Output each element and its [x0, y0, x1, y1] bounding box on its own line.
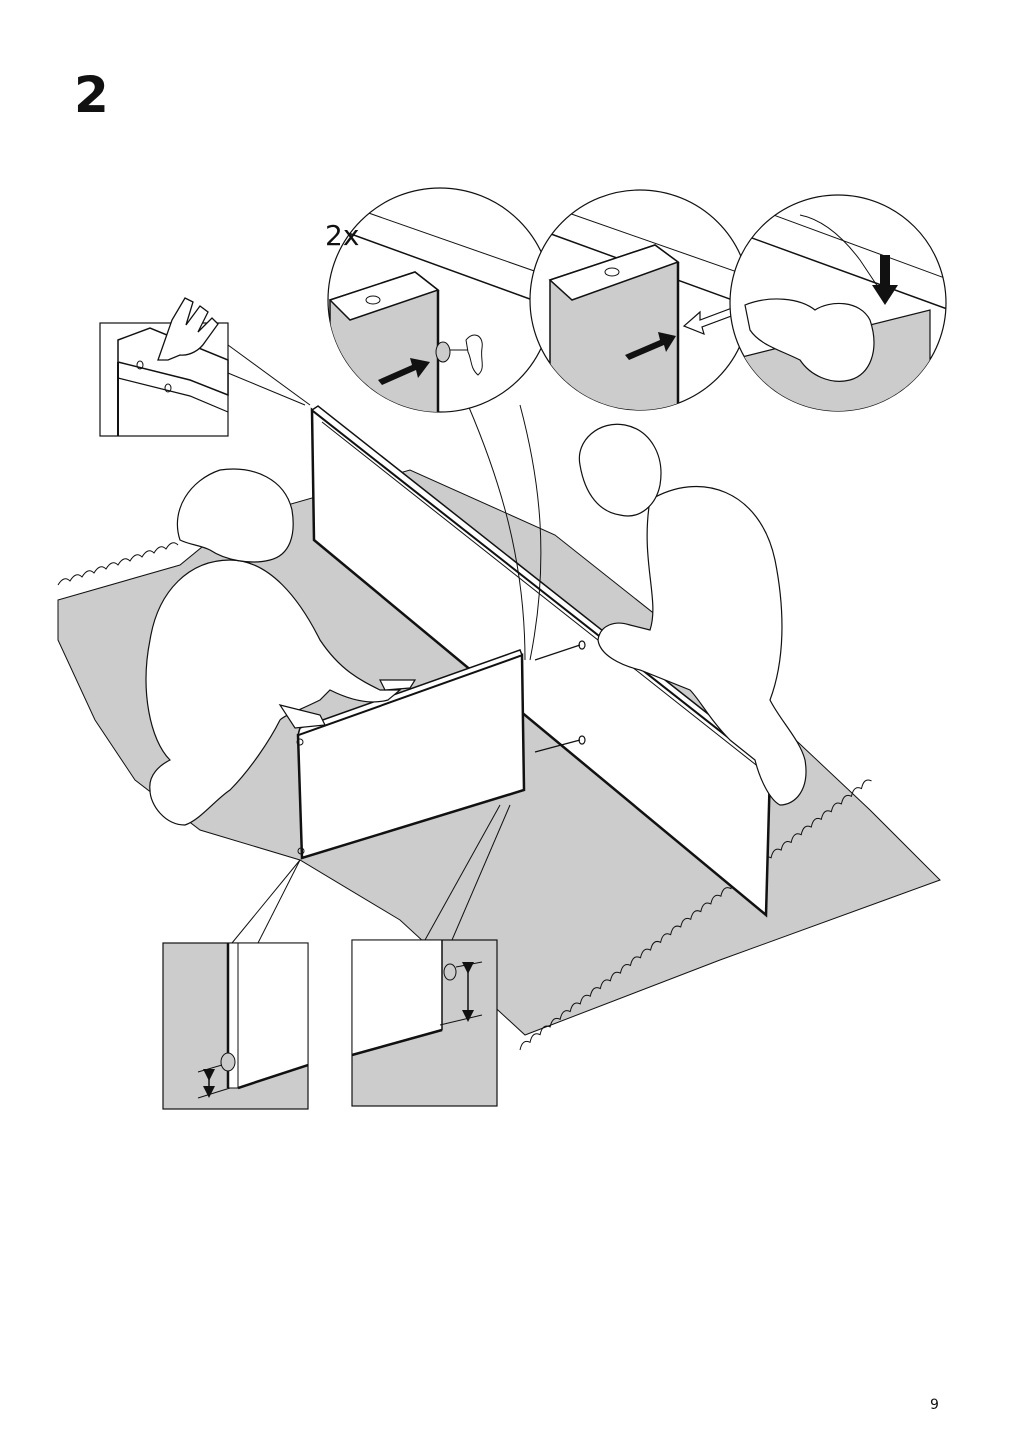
short-end-panel [296, 649, 526, 860]
push-arrow-icon [625, 332, 676, 360]
circle-detail-join-panels [529, 189, 751, 411]
person-right [578, 423, 807, 806]
push-arrow-icon [378, 358, 430, 385]
long-side-panel [310, 405, 776, 918]
person-left [145, 468, 417, 826]
inset-hand-detail [99, 297, 229, 437]
quantity-label: 2x [325, 219, 359, 252]
dowels [534, 640, 586, 753]
circle-detail-press-down [729, 194, 947, 412]
inset-dowel-height-right [351, 939, 498, 1107]
callout-lines [227, 344, 542, 944]
step-number: 2 [74, 66, 109, 124]
circle-detail-dowel-insert [327, 187, 553, 413]
inset-dowel-height-left [162, 942, 309, 1110]
pointing-hand-icon [157, 297, 219, 361]
press-down-arrow-icon [872, 255, 898, 305]
page-number: 9 [930, 1397, 939, 1413]
